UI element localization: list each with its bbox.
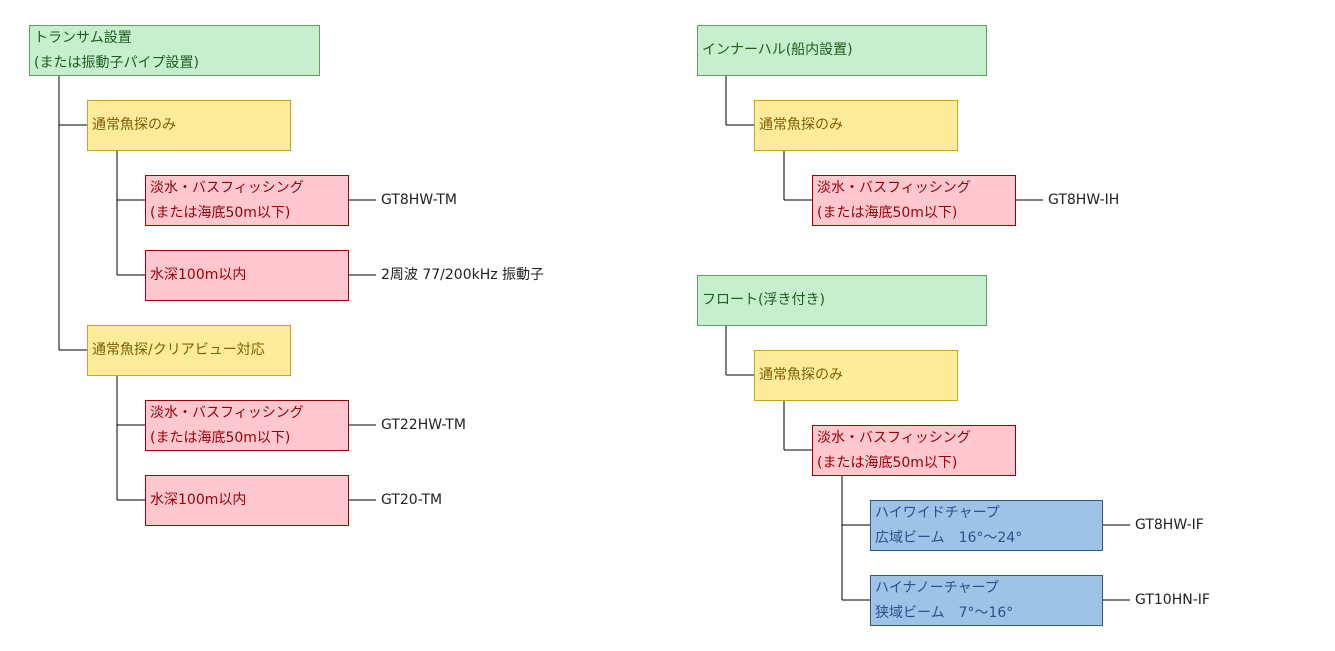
branch-node-standard-only-label: 通常魚探のみ [92,117,176,133]
leaf-node-float-freshwater-line2: (または海底50m以下) [817,455,958,471]
root-node-float: フロート(浮き付き) [697,275,987,326]
root-node-transom: トランサム設置 (または振動子パイプ設置) [29,25,320,76]
leaf-node-depth-b: 水深100m以内 [145,475,349,526]
branch-node-float-standard-label: 通常魚探のみ [759,367,843,383]
model-label-gt8hw-tm: GT8HW-TM [381,192,458,208]
leaf-node-depth-a: 水深100m以内 [145,250,349,301]
model-label-gt10hn-if: GT10HN-IF [1135,592,1210,608]
sub-node-high-wide-chirp: ハイワイドチャープ 広域ビーム 16°～24° [870,500,1103,551]
root-node-inner-hull-label: インナーハル(船内設置) [702,42,853,58]
leaf-node-freshwater-b-line2: (または海底50m以下) [150,430,291,446]
sub-node-high-narrow-chirp-line1: ハイナノーチャープ [875,580,999,596]
leaf-node-float-freshwater-line1: 淡水・バスフィッシング [817,430,971,446]
root-node-transom-line1: トランサム設置 [34,30,132,46]
leaf-node-depth-a-label: 水深100m以内 [150,267,247,283]
branch-node-inner-hull-standard-label: 通常魚探のみ [759,117,843,133]
branch-node-float-standard: 通常魚探のみ [754,350,958,401]
sub-node-high-wide-chirp-line1: ハイワイドチャープ [875,505,1000,521]
root-node-inner-hull: インナーハル(船内設置) [697,25,987,76]
leaf-node-freshwater-b: 淡水・バスフィッシング (または海底50m以下) [145,400,349,451]
sub-node-high-narrow-chirp-line2: 狭域ビーム 7°～16° [875,605,1014,621]
leaf-node-float-freshwater: 淡水・バスフィッシング (または海底50m以下) [812,425,1016,476]
branch-node-inner-hull-standard: 通常魚探のみ [754,100,958,151]
leaf-node-inner-hull-freshwater-line1: 淡水・バスフィッシング [817,180,971,196]
leaf-node-freshwater-a: 淡水・バスフィッシング (または海底50m以下) [145,175,349,226]
model-label-dual-frequency: 2周波 77/200kHz 振動子 [381,267,545,283]
leaf-node-inner-hull-freshwater-line2: (または海底50m以下) [817,205,958,221]
branch-node-standard-only: 通常魚探のみ [87,100,291,151]
model-label-gt8hw-if: GT8HW-IF [1135,517,1204,533]
leaf-node-freshwater-a-line1: 淡水・バスフィッシング [150,180,304,196]
sub-node-high-wide-chirp-line2: 広域ビーム 16°～24° [875,530,1023,546]
model-label-gt20-tm: GT20-TM [381,492,443,508]
branch-node-clearview: 通常魚探/クリアビュー対応 [87,325,291,376]
sub-node-high-narrow-chirp: ハイナノーチャープ 狭域ビーム 7°～16° [870,575,1103,626]
root-node-transom-line2: (または振動子パイプ設置) [34,55,199,71]
leaf-node-freshwater-b-line1: 淡水・バスフィッシング [150,405,304,421]
leaf-node-depth-b-label: 水深100m以内 [150,492,247,508]
branch-node-clearview-label: 通常魚探/クリアビュー対応 [92,342,265,358]
model-label-gt8hw-ih: GT8HW-IH [1048,192,1120,208]
leaf-node-inner-hull-freshwater: 淡水・バスフィッシング (または海底50m以下) [812,175,1016,226]
leaf-node-freshwater-a-line2: (または海底50m以下) [150,205,291,221]
root-node-float-label: フロート(浮き付き) [702,292,825,308]
model-label-gt22hw-tm: GT22HW-TM [381,417,466,433]
